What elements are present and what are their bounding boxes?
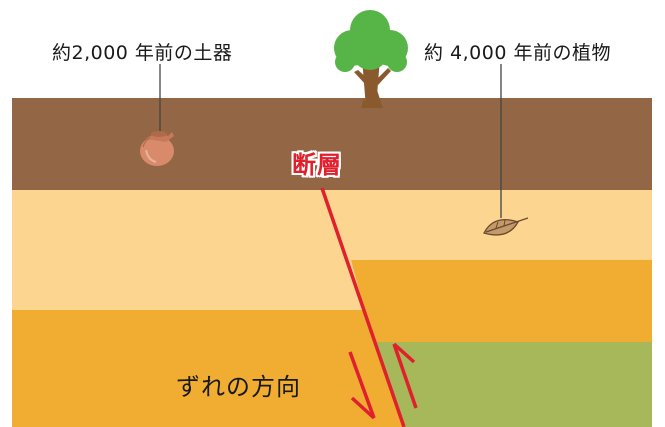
- arrow-down-icon: [348, 351, 376, 420]
- soil-layer-top: [12, 98, 652, 190]
- pottery-label: 約2,000 年前の土器: [52, 42, 233, 64]
- left-block-light: [12, 190, 376, 310]
- plant-label: 約 4,000 年前の植物: [424, 42, 611, 64]
- tree-icon: [334, 10, 408, 108]
- right-block-orange: [351, 260, 652, 342]
- fault-label: 断層: [292, 151, 342, 179]
- pottery-icon: [140, 131, 174, 166]
- right-block-green: [373, 342, 652, 427]
- fault-line: [320, 187, 406, 427]
- left-block-orange: [12, 310, 404, 427]
- leaf-icon: [483, 217, 529, 236]
- arrow-up-icon: [392, 342, 418, 409]
- right-block-light: [326, 190, 652, 260]
- direction-label: ずれの方向: [176, 373, 301, 401]
